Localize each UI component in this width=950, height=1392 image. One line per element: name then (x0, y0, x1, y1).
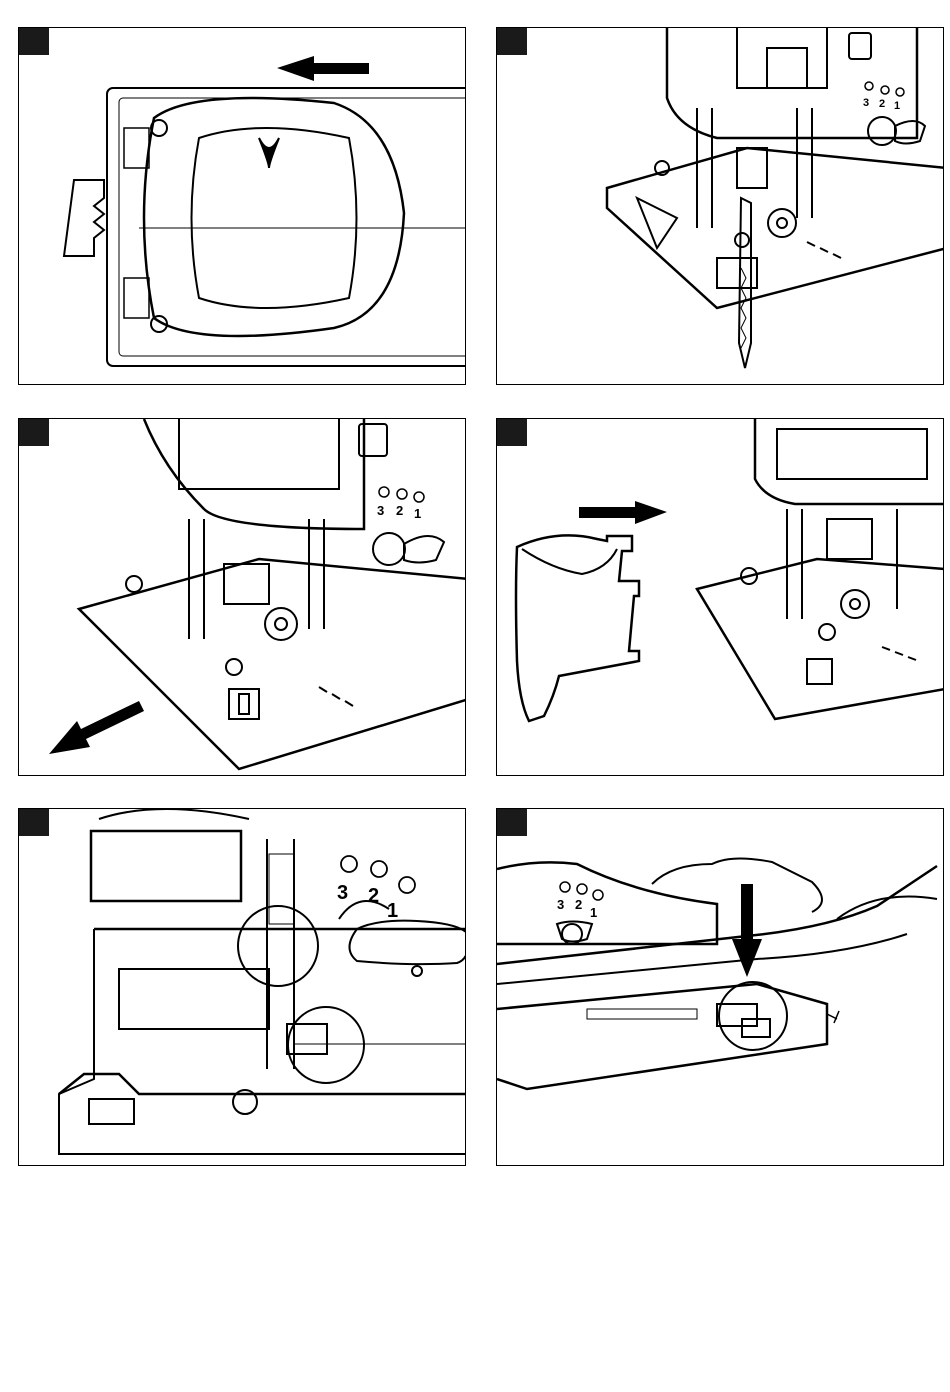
speed-mark-2: 2 (879, 98, 885, 110)
direction-arrow-right (579, 501, 667, 524)
speed-mark-3: 3 (377, 503, 384, 518)
speed-mark-2: 2 (575, 897, 582, 912)
speed-dial-markings: 3 2 1 (377, 487, 424, 521)
detail-callout-circle (719, 982, 787, 1050)
vacuum-hose-connection-illustration: 3 2 1 (497, 809, 944, 1166)
speed-mark-1: 1 (894, 100, 900, 112)
jigsaw-blade-install-illustration: 3 2 1 (497, 28, 944, 385)
figure-panel-6: 3 2 1 (496, 808, 944, 1166)
speed-dial-markings: 3 2 1 (863, 82, 904, 112)
direction-arrow-down-left (49, 701, 144, 754)
speed-mark-1: 1 (414, 506, 421, 521)
speed-mark-2: 2 (368, 885, 379, 907)
dust-cover-attach-illustration (497, 419, 944, 776)
speed-dial-markings: 3 2 1 (337, 856, 415, 922)
speed-mark-2: 2 (396, 503, 403, 518)
direction-arrow-down (732, 884, 762, 977)
speed-mark-3: 3 (337, 882, 348, 904)
figure-panel-4 (496, 418, 944, 776)
figure-panel-2: 3 2 1 (496, 27, 944, 385)
speed-mark-3: 3 (863, 97, 869, 109)
dust-cover-detail-illustration: 3 2 1 (19, 809, 466, 1166)
speed-mark-1: 1 (590, 905, 597, 920)
speed-mark-3: 3 (557, 897, 564, 912)
direction-arrow-left (277, 56, 369, 81)
figure-panel-5: 3 2 1 (18, 808, 466, 1166)
figure-panel-1 (18, 27, 466, 385)
speed-dial-markings: 3 2 1 (557, 882, 603, 920)
shoe-adjust-illustration: 3 2 1 (19, 419, 466, 776)
figure-panel-3: 3 2 1 (18, 418, 466, 776)
saw-base-top-view-illustration (19, 28, 466, 385)
detail-callout-circles (238, 906, 364, 1083)
speed-mark-1: 1 (387, 900, 398, 922)
